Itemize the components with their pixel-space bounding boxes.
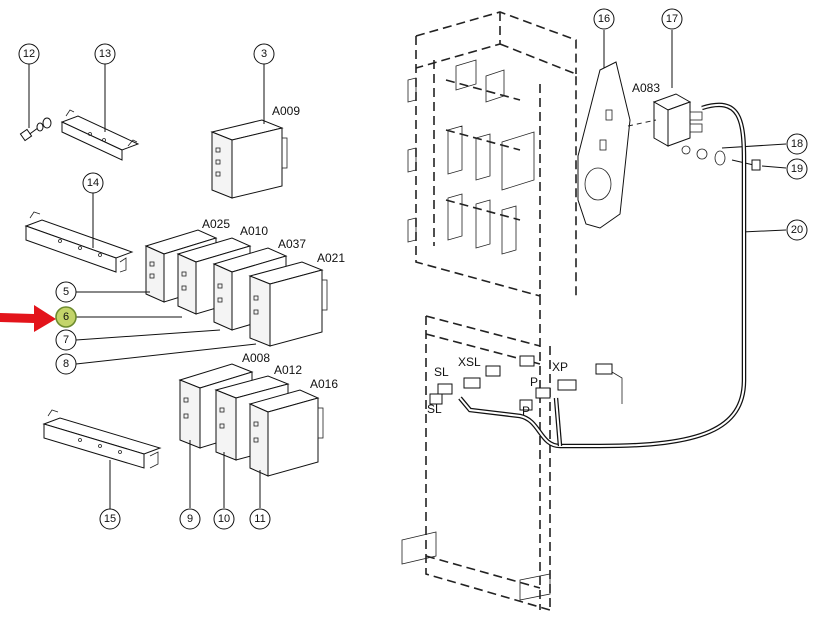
callout-13-label: 13 xyxy=(99,48,111,60)
callout-9-label: 9 xyxy=(187,513,193,525)
connector-labels: SL XSL XP P SL P xyxy=(427,355,568,418)
label-a037: A037 xyxy=(278,237,306,251)
label-p-top: P xyxy=(530,375,538,389)
callout-8: 8 xyxy=(55,353,77,375)
part-12-screw xyxy=(19,64,52,142)
label-xsl: XSL xyxy=(458,355,481,369)
callout-14: 14 xyxy=(82,172,104,194)
part-15-bracket xyxy=(42,409,162,510)
part-14-bracket xyxy=(24,192,134,273)
module-a009 xyxy=(210,64,288,199)
callout-7: 7 xyxy=(55,329,77,351)
callout-10-label: 10 xyxy=(218,513,230,525)
label-a008: A008 xyxy=(242,351,270,365)
red-arrow xyxy=(0,305,56,332)
part-16-plate xyxy=(577,61,631,229)
part-code-labels: A009 A025 A010 A037 A021 A008 A012 A016 … xyxy=(202,81,660,391)
callout-14-label: 14 xyxy=(87,177,99,189)
label-a025: A025 xyxy=(202,217,230,231)
label-a083: A083 xyxy=(632,81,660,95)
callout-15-label: 15 xyxy=(104,513,116,525)
callout-16: 16 xyxy=(593,8,615,30)
label-a012: A012 xyxy=(274,363,302,377)
connectors xyxy=(429,355,623,411)
part-13-bracket xyxy=(60,64,140,161)
callout-6-label: 6 xyxy=(63,311,69,323)
label-sl-top: SL xyxy=(434,365,449,379)
callout-6-highlighted: 6 xyxy=(55,306,77,328)
part-20-cable xyxy=(458,102,747,449)
callout-11: 11 xyxy=(249,508,271,530)
label-a009: A009 xyxy=(272,104,300,118)
label-sl-bottom: SL xyxy=(427,402,442,416)
callout-18-label: 18 xyxy=(791,138,803,150)
callout-10: 10 xyxy=(213,508,235,530)
callout-11-label: 11 xyxy=(254,513,265,525)
label-a021: A021 xyxy=(317,251,345,265)
callout-17-label: 17 xyxy=(666,13,678,25)
chassis-frame xyxy=(401,11,577,611)
callout-12: 12 xyxy=(18,43,40,65)
callout-19: 19 xyxy=(786,158,808,180)
callout-12-label: 12 xyxy=(23,48,35,60)
callout-3-label: 3 xyxy=(261,48,267,60)
callout-13: 13 xyxy=(94,43,116,65)
callout-15: 15 xyxy=(99,508,121,530)
callout-20-label: 20 xyxy=(791,224,803,236)
leader-lines xyxy=(75,30,787,508)
callout-3: 3 xyxy=(253,43,275,65)
callout-5: 5 xyxy=(55,281,77,303)
label-p-bottom: P xyxy=(522,404,530,418)
callout-5-label: 5 xyxy=(63,286,69,298)
label-xp: XP xyxy=(552,360,568,374)
callout-18: 18 xyxy=(786,133,808,155)
module-a016 xyxy=(248,389,324,477)
callout-numbers: 12 13 3 14 5 6 7 8 15 9 10 11 16 17 18 1… xyxy=(18,8,808,530)
module-a021 xyxy=(248,261,328,347)
label-a010: A010 xyxy=(240,224,268,238)
callout-19-label: 19 xyxy=(791,163,803,175)
callout-17: 17 xyxy=(661,8,683,30)
label-a016: A016 xyxy=(310,377,338,391)
part-17-a083 xyxy=(627,93,726,166)
callout-16-label: 16 xyxy=(598,13,610,25)
callout-9: 9 xyxy=(179,508,201,530)
callout-20: 20 xyxy=(786,219,808,241)
callout-7-label: 7 xyxy=(63,334,69,346)
callout-8-label: 8 xyxy=(63,358,69,370)
